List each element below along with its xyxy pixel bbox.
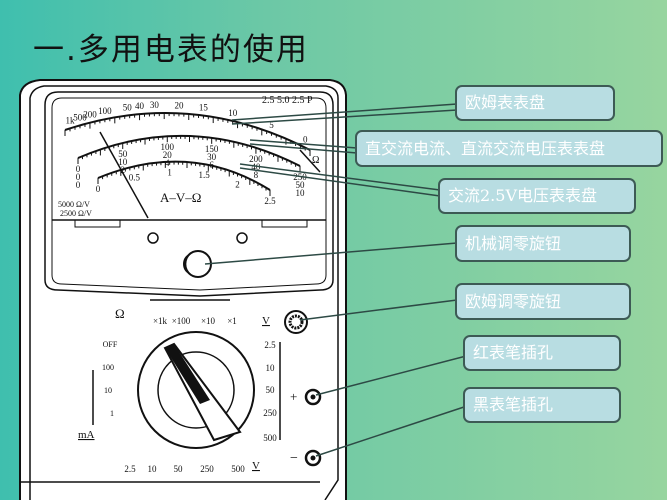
ohm-scale-label: 50 xyxy=(123,103,133,113)
dc-scale-b-label: 0 xyxy=(76,172,81,182)
callout-black-jack: 黑表笔插孔 xyxy=(463,387,621,423)
leader-lines xyxy=(204,103,471,457)
red-probe-jack[interactable] xyxy=(304,388,322,406)
ohm-scale-label: 20 xyxy=(174,100,184,110)
dc-scale-b-label: 50 xyxy=(296,180,306,190)
ohm-range-label: ×1k xyxy=(153,316,168,326)
ac-v-unit: V xyxy=(262,315,270,327)
ohm-range-label: ×10 xyxy=(201,316,216,326)
ohm-scale-label: 15 xyxy=(199,103,209,113)
callout-dc-ac-dial: 直交流电流、直流交流电压表表盘 xyxy=(355,130,663,167)
corner-marks: 2.5 5.0 2.5 P xyxy=(262,95,313,106)
ohm-scale-label: 5 xyxy=(269,120,274,130)
ohm-scale-label: 30 xyxy=(150,100,160,110)
ohm-scale-label: 100 xyxy=(98,106,112,116)
black-probe-jack[interactable] xyxy=(304,449,322,467)
ohm-scale-label: 500 xyxy=(73,112,87,122)
ohm-scale-label: 10 xyxy=(228,108,238,118)
ohm-range-label: ×100 xyxy=(172,316,191,326)
dc-scale-b-label: 30 xyxy=(207,152,217,162)
ac-v-range-label: 10 xyxy=(266,363,276,373)
dc-scale-a-label: 0 xyxy=(76,164,81,174)
ac-scale-label: 2 xyxy=(235,180,240,190)
ma-range-label: 100 xyxy=(102,363,114,372)
sensitivity-2: 2500 Ω/V xyxy=(60,209,92,218)
ohm-scale-unit: Ω xyxy=(312,155,319,166)
screw-left xyxy=(147,232,159,244)
page-title: 一.多用电表的使用 xyxy=(33,32,309,68)
callout-red-jack: 红表笔插孔 xyxy=(463,335,621,371)
ohm-scale-label: 40 xyxy=(135,101,145,111)
dc-v-unit: V xyxy=(252,460,260,472)
ac-v-range-label: 250 xyxy=(263,408,277,418)
dc-v-range-label: 50 xyxy=(174,464,184,474)
dc-scale-c-label: 2 xyxy=(120,165,125,175)
callout-ac25v-dial: 交流2.5V电压表表盘 xyxy=(438,178,636,214)
screw-right xyxy=(236,232,248,244)
dc-scale-c-label: 4 xyxy=(165,158,170,168)
callout-ohm-zero: 欧姆调零旋钮 xyxy=(455,283,631,320)
ohm-unit-label: Ω xyxy=(115,306,125,321)
ohm-scale-label: 0 xyxy=(303,135,308,145)
ma-range-label: 10 xyxy=(104,386,112,395)
meter-face xyxy=(44,91,334,297)
ac-scale-label: 0 xyxy=(96,184,101,194)
dc-scale-c-label: 8 xyxy=(254,170,259,180)
ac-v-range-label: 500 xyxy=(263,433,277,443)
dc-v-range-label: 2.5 xyxy=(124,464,136,474)
dc-scale-a-label: 150 xyxy=(205,144,219,154)
plus-label: + xyxy=(290,389,297,404)
sensitivity-1: 5000 Ω/V xyxy=(58,200,90,209)
ma-unit: mA xyxy=(78,429,95,441)
dc-scale-a-label: 100 xyxy=(161,142,175,152)
dc-scale-c-label: 10 xyxy=(296,188,306,198)
ohm-scale-label: 1k xyxy=(65,115,75,125)
ac-scale-label: 0.5 xyxy=(129,172,141,182)
needle xyxy=(99,131,149,219)
ma-range-label: 1 xyxy=(110,409,114,418)
callout-ohm-dial: 欧姆表表盘 xyxy=(455,85,615,121)
dc-scale-c-label: 0 xyxy=(76,180,81,190)
callout-mechanical-zero: 机械调零旋钮 xyxy=(455,225,631,262)
meter-body-inner xyxy=(29,85,339,500)
dc-v-range-label: 250 xyxy=(200,464,214,474)
dc-scale-b-label: 20 xyxy=(163,150,173,160)
ac-v-range-label: 2.5 xyxy=(264,340,276,350)
face-label: A–V–Ω xyxy=(160,190,201,205)
minus-label: − xyxy=(290,451,298,466)
ma-range-label: OFF xyxy=(103,340,118,349)
range-selector-knob[interactable] xyxy=(137,331,255,449)
dc-v-range-label: 10 xyxy=(148,464,158,474)
ac-v-range-label: 50 xyxy=(266,385,276,395)
ac-scale-label: 1 xyxy=(167,168,172,178)
ac-scale-label: 2.5 xyxy=(264,196,276,206)
dc-v-range-label: 500 xyxy=(231,464,245,474)
ohm-zero-knob[interactable] xyxy=(284,310,308,334)
ohm-scale-label: 200 xyxy=(83,110,97,120)
ohm-range-label: ×1 xyxy=(227,316,237,326)
dc-scale-b-label: 10 xyxy=(118,157,128,167)
dc-scale-a-label: 200 xyxy=(249,154,263,164)
ac-scale-label: 1.5 xyxy=(198,170,210,180)
dc-scale-a-label: 50 xyxy=(118,149,128,159)
dc-scale-c-label: 6 xyxy=(209,160,214,170)
